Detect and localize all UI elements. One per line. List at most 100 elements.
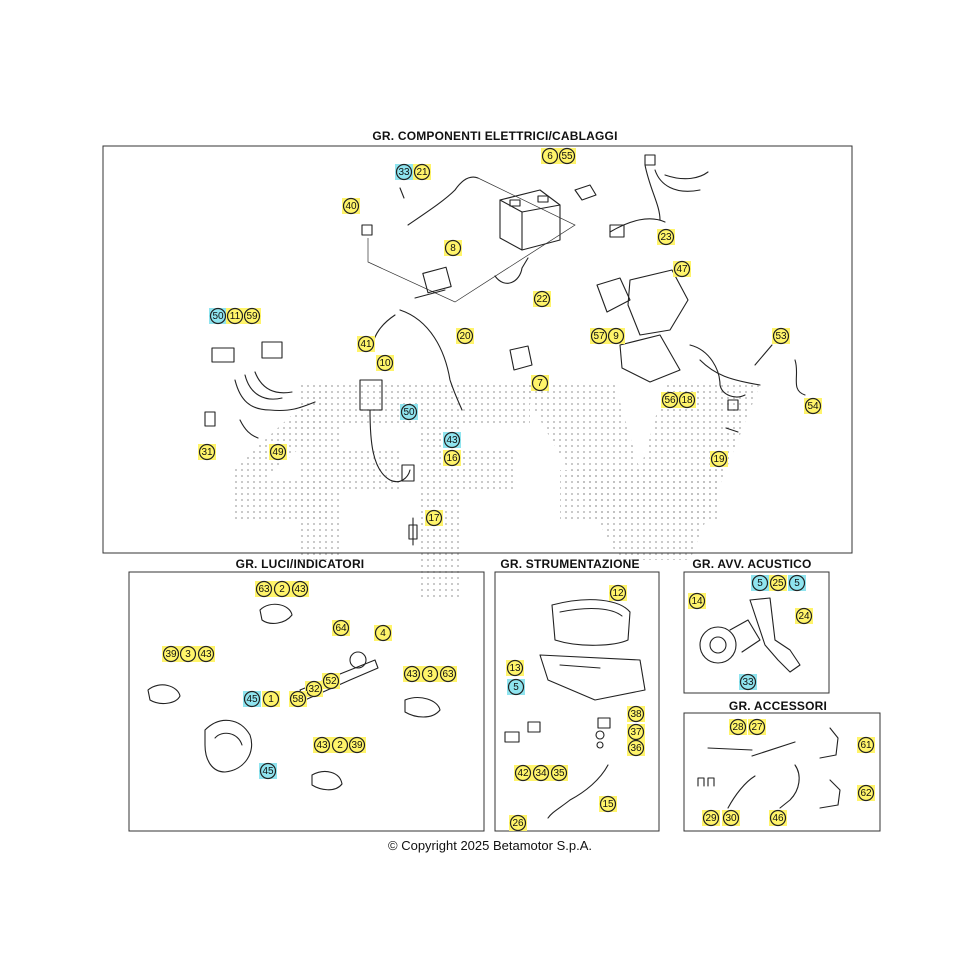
callout-43: 43 xyxy=(403,665,421,683)
callout-7: 7 xyxy=(531,374,549,392)
callout-number: 16 xyxy=(446,453,458,464)
callout-highlight xyxy=(444,240,462,256)
callout-highlight xyxy=(509,815,527,831)
callout-number: 29 xyxy=(705,813,717,824)
callout-ring xyxy=(710,450,728,468)
section-title-lights: GR. LUCI/INDICATORI xyxy=(236,557,365,571)
callout-56: 56 xyxy=(661,391,679,409)
callout-highlight xyxy=(804,398,822,414)
rear-indicator-bottom-drawing xyxy=(311,771,343,791)
callout-highlight xyxy=(627,706,645,722)
callout-highlight xyxy=(273,581,291,597)
callout-number: 17 xyxy=(428,513,440,524)
callout-highlight xyxy=(413,164,431,180)
callout-ring xyxy=(558,147,576,165)
callout-highlight xyxy=(357,336,375,352)
callout-ring xyxy=(439,665,457,683)
callout-highlight xyxy=(443,450,461,466)
callout-number: 26 xyxy=(512,818,524,829)
ecu-drawing xyxy=(596,269,689,383)
callout-ring xyxy=(198,443,216,461)
callout-ring xyxy=(305,680,323,698)
callout-ring xyxy=(376,354,394,372)
callout-ring xyxy=(443,449,461,467)
callout-highlight xyxy=(332,620,350,636)
battery-bracket xyxy=(574,184,597,201)
callout-45: 45 xyxy=(243,690,261,708)
callout-ring xyxy=(425,509,443,527)
callout-ring xyxy=(531,374,549,392)
callout-ring xyxy=(627,723,645,741)
main-harness-drawing xyxy=(609,154,709,238)
callout-31: 31 xyxy=(198,443,216,461)
horn-drawing xyxy=(699,619,761,664)
callout-ring xyxy=(243,307,261,325)
callout-42: 42 xyxy=(514,764,532,782)
ground-tab-drawing xyxy=(361,224,373,236)
callout-number: 3 xyxy=(427,669,433,680)
sensor-drawing xyxy=(725,344,773,433)
callout-number: 45 xyxy=(262,766,274,777)
callout-20: 20 xyxy=(456,327,474,345)
callout-38: 38 xyxy=(627,705,645,723)
callout-number: 63 xyxy=(442,669,454,680)
callout-62: 62 xyxy=(857,784,875,802)
callout-number: 34 xyxy=(535,768,547,779)
callout-highlight xyxy=(795,608,813,624)
callout-number: 31 xyxy=(201,447,213,458)
callout-highlight xyxy=(673,261,691,277)
callout-highlight xyxy=(198,444,216,460)
callout-number: 50 xyxy=(403,407,415,418)
callout-ring xyxy=(444,239,462,257)
callout-number: 37 xyxy=(630,727,642,738)
callout-ring xyxy=(322,672,340,690)
callout-highlight xyxy=(609,585,627,601)
callout-ring xyxy=(702,809,720,827)
callout-58: 58 xyxy=(289,690,307,708)
ignition-coil-drawing xyxy=(359,379,415,483)
switch-harness-left-drawing xyxy=(204,341,316,439)
callout-highlight xyxy=(331,737,349,753)
callout-ring xyxy=(533,290,551,308)
callout-number: 41 xyxy=(360,339,372,350)
callout-number: 46 xyxy=(772,813,784,824)
callout-ring xyxy=(255,580,273,598)
callout-highlight xyxy=(179,646,197,662)
callout-33: 33 xyxy=(395,163,413,181)
dashboard-bracket-drawing xyxy=(539,654,646,701)
section-instruments-frame: GR. STRUMENTAZIONE xyxy=(494,557,660,832)
callout-number: 15 xyxy=(602,799,614,810)
callout-18: 18 xyxy=(678,391,696,409)
callout-ring xyxy=(678,391,696,409)
callout-39: 39 xyxy=(348,736,366,754)
callout-ring xyxy=(514,764,532,782)
callout-number: 7 xyxy=(537,378,543,389)
callout-63: 63 xyxy=(439,665,457,683)
callout-59: 59 xyxy=(243,307,261,325)
callout-19: 19 xyxy=(710,450,728,468)
callout-ring xyxy=(313,736,331,754)
battery-negative-cable xyxy=(494,257,529,284)
callout-number: 14 xyxy=(691,596,703,607)
callout-3: 3 xyxy=(421,665,439,683)
callout-number: 54 xyxy=(807,401,819,412)
callout-34: 34 xyxy=(532,764,550,782)
callout-highlight xyxy=(262,691,280,707)
callout-highlight xyxy=(558,148,576,164)
callout-33: 33 xyxy=(739,673,757,691)
callout-ring xyxy=(590,327,608,345)
callout-highlight xyxy=(688,593,706,609)
callout-highlight xyxy=(395,164,413,180)
callout-23: 23 xyxy=(657,228,675,246)
callout-ring xyxy=(772,327,790,345)
callout-highlight xyxy=(769,575,787,591)
callout-47: 47 xyxy=(673,260,691,278)
callout-12: 12 xyxy=(609,584,627,602)
callout-number: 42 xyxy=(517,768,529,779)
callout-number: 35 xyxy=(553,768,565,779)
callout-43: 43 xyxy=(313,736,331,754)
callout-number: 3 xyxy=(185,649,191,660)
callout-ring xyxy=(661,391,679,409)
callout-22: 22 xyxy=(533,290,551,308)
